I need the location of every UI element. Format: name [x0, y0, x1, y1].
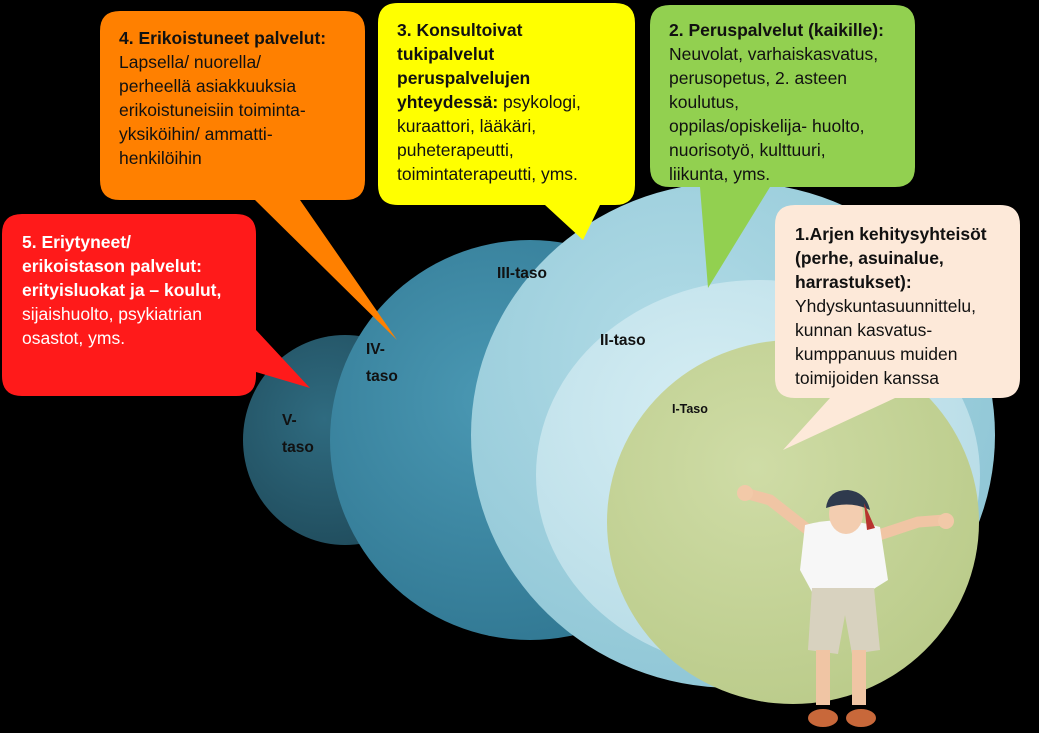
bubble-2-line: koulutus, — [669, 92, 740, 112]
level-2-label: II-taso — [600, 332, 646, 349]
bubble-1-line: toimijoiden kanssa — [795, 368, 939, 388]
bubble-2-title: 2. Peruspalvelut (kaikille): — [669, 20, 884, 40]
bubble-2-shape — [650, 5, 915, 288]
bubble-3-title: peruspalvelujen — [397, 68, 531, 88]
bubble-3-title: tukipalvelut — [397, 44, 495, 64]
level-1-label: I-Taso — [672, 402, 708, 416]
bubble-4-text: 4. Erikoistuneet palvelut: Lapsella/ nuo… — [119, 26, 326, 170]
bubble-5-text: 5. Eriytyneet/ erikoistason palvelut: er… — [22, 230, 221, 350]
bubble-4-line: Lapsella/ nuorella/ — [119, 52, 262, 72]
bubble-2-line: Neuvolat, varhaiskasvatus, — [669, 44, 879, 64]
bubble-3-title: 3. Konsultoivat — [397, 20, 523, 40]
level-3-label: III-taso — [497, 265, 547, 282]
bubble-2-line: oppilas/opiskelija- huolto, — [669, 116, 865, 136]
bubble-1-title: (perhe, asuinalue, — [795, 248, 944, 268]
bubble-3-line: toimintaterapeutti, yms. — [397, 164, 578, 184]
bubble-1-line: Yhdyskuntasuunnittelu, — [795, 296, 976, 316]
bubble-1-line: kunnan kasvatus- — [795, 320, 933, 340]
child-image — [737, 485, 954, 727]
bubble-1-text: 1.Arjen kehitysyhteisöt (perhe, asuinalu… — [795, 222, 987, 390]
bubble-4-line: yksiköihin/ ammatti- — [119, 124, 273, 144]
bubble-1-title: harrastukset): — [795, 272, 912, 292]
bubble-5-title: erikoistason palvelut: — [22, 256, 202, 276]
bubble-3-line: yhteydessä: psykologi, — [397, 90, 581, 114]
bubble-2-line: perusopetus, 2. asteen — [669, 68, 848, 88]
bubble-5-line: osastot, yms. — [22, 328, 126, 348]
level-4-label: IV-taso — [366, 341, 398, 385]
bubble-2-line: liikunta, yms. — [669, 164, 771, 184]
bubble-5-title: erityisluokat ja – koulut, — [22, 280, 222, 300]
bubble-1-line: kumppanuus muiden — [795, 344, 958, 364]
bubble-4-title: 4. Erikoistuneet palvelut: — [119, 28, 327, 48]
bubble-4-line: perheellä asiakkuuksia — [119, 76, 297, 96]
bubble-4-line: erikoistuneisiin toiminta- — [119, 100, 306, 120]
bubble-5-shape — [2, 214, 310, 396]
bubble-1-title: 1.Arjen kehitysyhteisöt — [795, 224, 987, 244]
bubble-4-line: henkilöihin — [119, 148, 202, 168]
bubble-4-shape — [100, 11, 397, 340]
bubble-2-text: 2. Peruspalvelut (kaikille): Neuvolat, v… — [669, 18, 884, 186]
bubble-3-shape — [378, 3, 635, 240]
bubble-3-line: kuraattori, lääkäri, — [397, 116, 537, 136]
bubble-2-line: nuorisotyö, kulttuuri, — [669, 140, 826, 160]
bubble-3-text: 3. Konsultoivat tukipalvelut peruspalvel… — [397, 18, 581, 186]
bubble-5-title: 5. Eriytyneet/ — [22, 232, 131, 252]
bubble-3-line: puheterapeutti, — [397, 140, 514, 160]
bubble-3-title: yhteydessä: — [397, 92, 499, 112]
bubble-1-shape — [775, 205, 1020, 450]
bubble-5-line: sijaishuolto, psykiatrian — [22, 304, 202, 324]
bubble-3-line-text: psykologi, — [498, 92, 581, 112]
level-5-label: V-taso — [282, 412, 314, 456]
